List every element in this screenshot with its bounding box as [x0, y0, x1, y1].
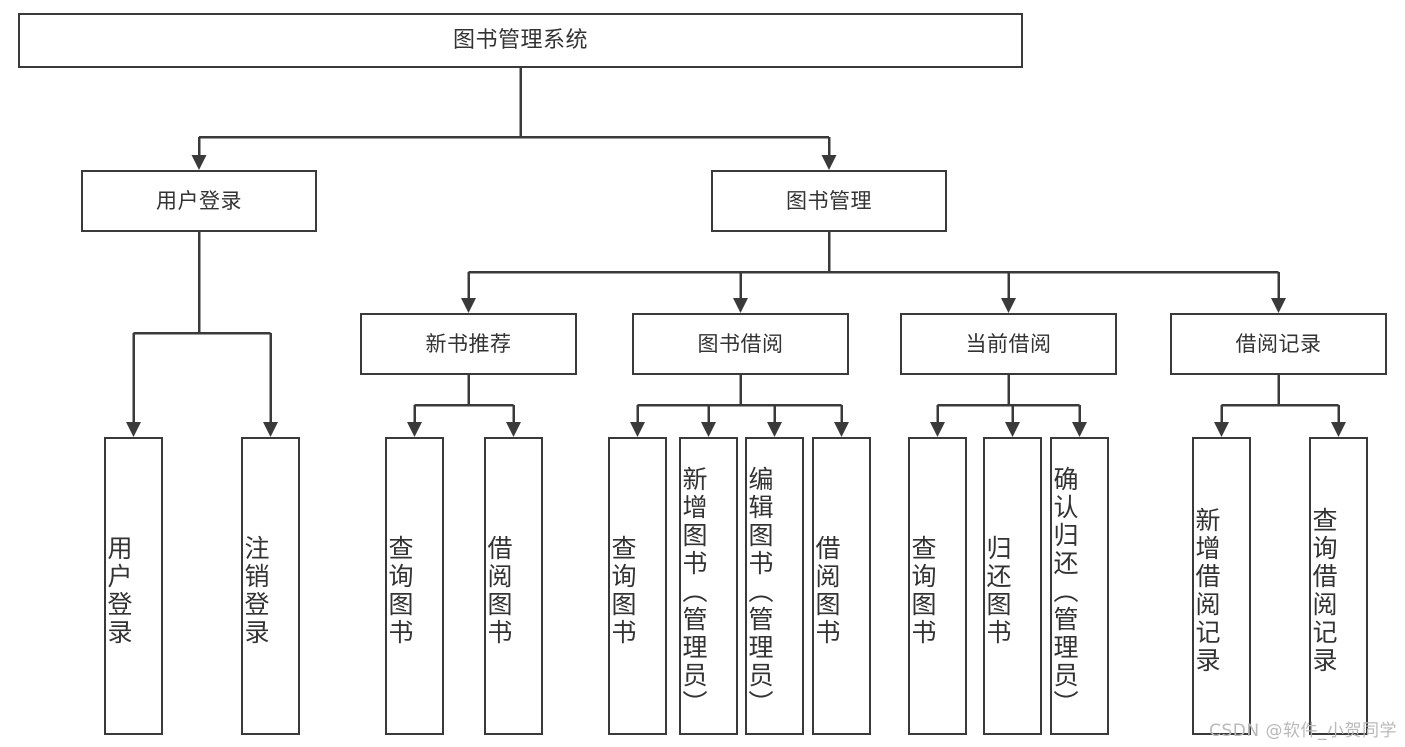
node-root[interactable]: 图书管理系统 — [18, 13, 1023, 68]
node-book-manage[interactable]: 图书管理 — [711, 170, 947, 232]
node-label-current-borrow: 当前借阅 — [965, 331, 1052, 356]
node-label-new-book-recommend: 新书推荐 — [425, 331, 512, 356]
node-label-user-login-leaf: 用户登录 — [104, 535, 133, 647]
node-return-book[interactable]: 归还图书 — [983, 437, 1042, 735]
csdn-watermark: CSDN @软件_小贺同学 — [1209, 721, 1397, 741]
node-borrow-record[interactable]: 借阅记录 — [1170, 313, 1387, 375]
node-query-book-1[interactable]: 查询图书 — [385, 437, 444, 735]
node-user-login[interactable]: 用户登录 — [81, 170, 317, 232]
node-label-borrow-book-2: 借阅图书 — [812, 535, 841, 647]
node-add-borrow-record[interactable]: 新增借阅记录 — [1192, 437, 1251, 735]
node-new-book-recommend[interactable]: 新书推荐 — [360, 313, 577, 375]
node-current-borrow[interactable]: 当前借阅 — [900, 313, 1117, 375]
node-label-user-login: 用户登录 — [156, 188, 242, 213]
node-user-login-leaf[interactable]: 用户登录 — [104, 437, 163, 735]
node-query-book-3[interactable]: 查询图书 — [908, 437, 967, 735]
node-label-add-book-admin: 新增图书（管理员） — [679, 466, 708, 718]
node-edit-book-admin[interactable]: 编辑图书（管理员） — [745, 437, 804, 735]
node-label-query-book-2: 查询图书 — [608, 535, 637, 647]
node-label-book-manage: 图书管理 — [786, 188, 872, 213]
node-query-borrow-record[interactable]: 查询借阅记录 — [1309, 437, 1368, 735]
node-label-borrow-book-1: 借阅图书 — [484, 535, 513, 647]
node-label-edit-book-admin: 编辑图书（管理员） — [745, 466, 774, 718]
node-label-query-borrow-record: 查询借阅记录 — [1309, 507, 1338, 675]
node-label-query-book-3: 查询图书 — [908, 535, 937, 647]
node-label-confirm-return-admin: 确认归还（管理员） — [1050, 466, 1079, 718]
node-query-book-2[interactable]: 查询图书 — [608, 437, 667, 735]
node-borrow-book-1[interactable]: 借阅图书 — [484, 437, 543, 735]
node-label-add-borrow-record: 新增借阅记录 — [1192, 507, 1221, 675]
node-user-logout-leaf[interactable]: 注销登录 — [241, 437, 300, 735]
node-label-return-book: 归还图书 — [983, 535, 1012, 647]
node-borrow-book-2[interactable]: 借阅图书 — [812, 437, 871, 735]
node-confirm-return-admin[interactable]: 确认归还（管理员） — [1050, 437, 1109, 735]
node-label-query-book-1: 查询图书 — [385, 535, 414, 647]
node-book-borrow[interactable]: 图书借阅 — [632, 313, 849, 375]
node-label-user-logout-leaf: 注销登录 — [241, 535, 270, 647]
node-label-book-borrow: 图书借阅 — [697, 331, 784, 356]
node-label-root: 图书管理系统 — [452, 27, 588, 53]
node-add-book-admin[interactable]: 新增图书（管理员） — [679, 437, 738, 735]
node-label-borrow-record: 借阅记录 — [1235, 331, 1322, 356]
